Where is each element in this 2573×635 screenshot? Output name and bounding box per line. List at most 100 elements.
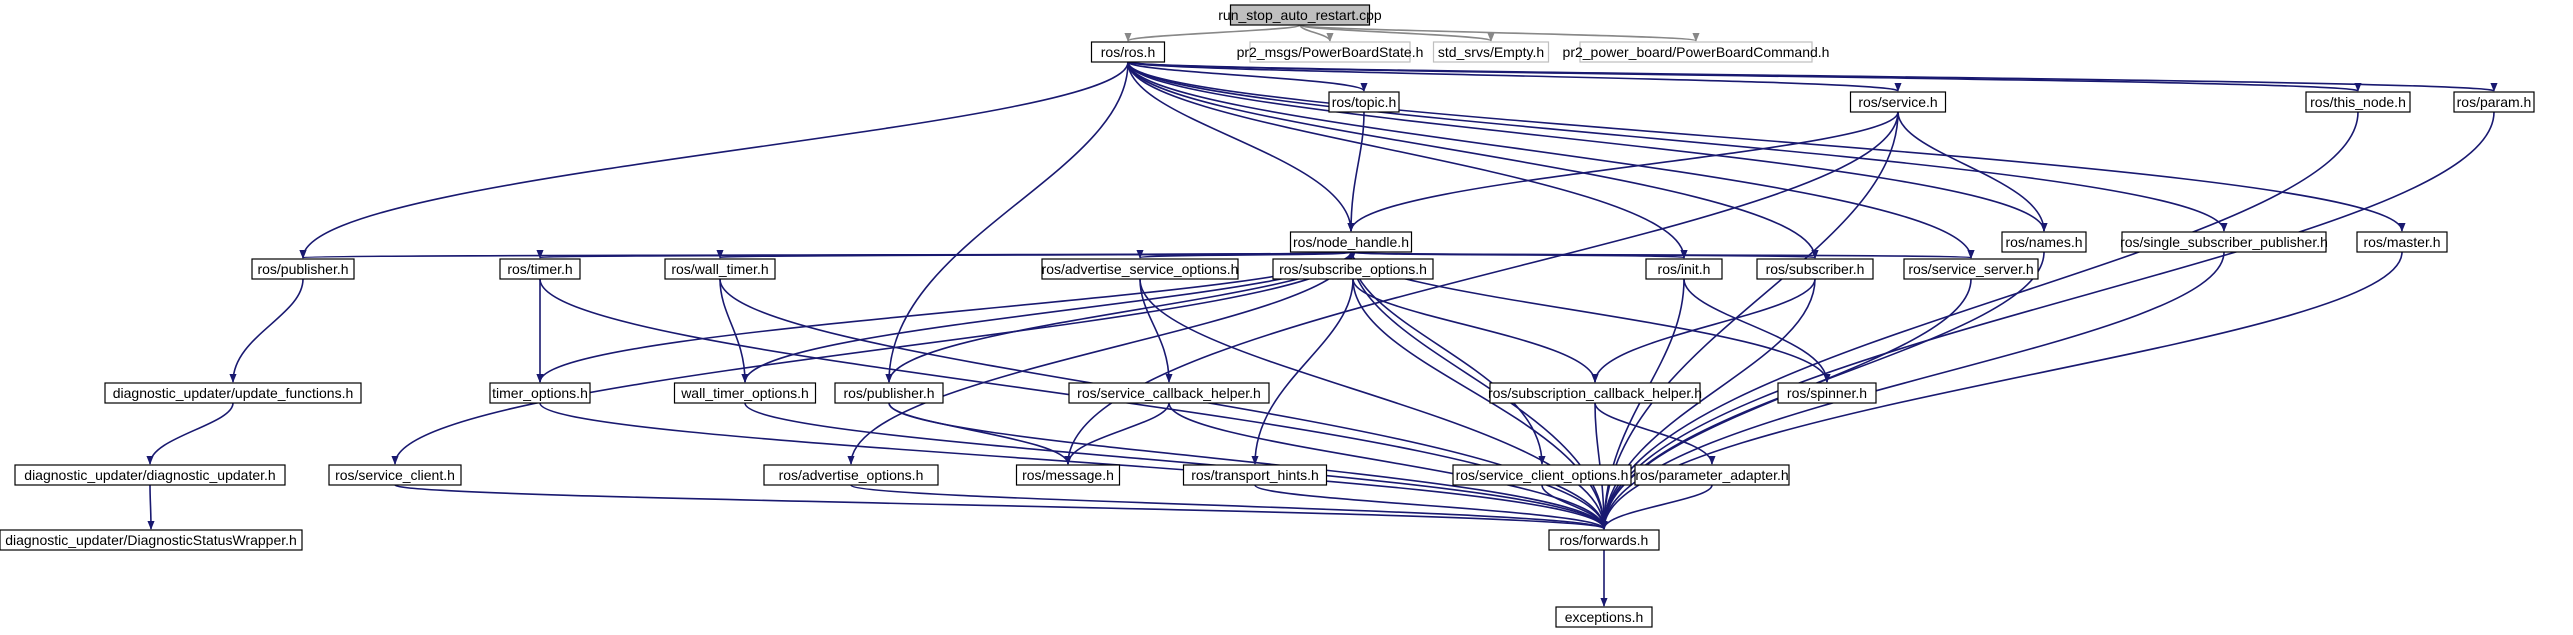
edge-ros_publisher_b-to-ros_forwards [888,402,1608,530]
node-label: ros/service_callback_helper.h [1077,385,1261,401]
node-ros-message[interactable]: ros/message.h [1015,464,1121,486]
node-ros-adv-srv-opts[interactable]: ros/advertise_service_options.h [1041,258,1239,280]
node-std-srvs[interactable]: std_srvs/Empty.h [1432,41,1550,63]
node-ros-param[interactable]: ros/param.h [2453,91,2535,113]
edge-ros_timer-to-ros_forwards [539,278,1608,530]
edge-ros_node_handle-to-ros_adv_srv_opts [1136,249,1352,259]
edge-root-to-std_srvs [1299,24,1495,42]
node-label: ros/node_handle.h [1293,234,1409,250]
node-ros-topic[interactable]: ros/topic.h [1328,91,1400,113]
edge-ros_subscriber-to-ros_sub_cb_helper [1591,278,1816,383]
edge-ros_service_server-to-ros_forwards [1600,278,1972,530]
edge-diag_update_functions-to-diag_updater [146,402,234,465]
node-box [1182,464,1328,486]
edge-ros_ros-to-ros_publisher_a [299,61,1129,259]
edge-ros_sub_opts-to-ros_transport_hints [1251,278,1354,465]
node-box [1289,231,1413,253]
edge-timer_options-to-ros_forwards [539,402,1608,530]
node-label: ros/param.h [2457,94,2532,110]
node-ros-service[interactable]: ros/service.h [1849,91,1947,113]
node-ros-sub-opts[interactable]: ros/subscribe_options.h [1272,258,1434,280]
edge-root-to-ros_ros [1124,24,1301,42]
edge-ros_ros-to-ros_names [1127,61,2048,232]
node-ros-init[interactable]: ros/init.h [1645,258,1723,280]
node-ros-names[interactable]: ros/names.h [2001,231,2087,253]
node-label: ros/timer.h [507,261,572,277]
node-label: ros/publisher.h [257,261,348,277]
node-pr2-power[interactable]: pr2_power_board/PowerBoardCommand.h [1563,41,1830,63]
edge-ros_node_handle-to-ros_service_server [1350,249,1974,259]
edge-ros_ros-to-ros_param [1127,61,2497,92]
node-label: ros/single_subscriber_publisher.h [2120,234,2328,250]
node-ros-ssp[interactable]: ros/single_subscriber_publisher.h [2120,231,2328,253]
node-diag-status-wrapper[interactable]: diagnostic_updater/DiagnosticStatusWrapp… [0,529,303,551]
node-ros-sub-cb-helper[interactable]: ros/subscription_callback_helper.h [1488,382,1702,404]
node-ros-wall-timer[interactable]: ros/wall_timer.h [664,258,776,280]
node-label: ros/subscribe_options.h [1279,261,1427,277]
edge-ros_param-to-ros_forwards [1600,111,2495,530]
node-ros-param-adapter[interactable]: ros/parameter_adapter.h [1634,464,1790,486]
node-ros-this-node[interactable]: ros/this_node.h [2305,91,2411,113]
node-label: exceptions.h [1565,609,1644,625]
node-ros-ros[interactable]: ros/ros.h [1090,41,1166,63]
node-ros-service-client[interactable]: ros/service_client.h [328,464,462,486]
edge-ros_service-to-ros_names [1897,111,2048,232]
edge-ros_param_adapter-to-ros_forwards [1600,484,1713,530]
node-ros-subscriber[interactable]: ros/subscriber.h [1756,258,1874,280]
edge-ros_ros-to-ros_this_node [1127,61,2361,92]
node-ros-srv-client-opts[interactable]: ros/service_client_options.h [1452,464,1632,486]
node-pr2-msgs[interactable]: pr2_msgs/PowerBoardState.h [1237,41,1424,63]
node-diag-update-functions[interactable]: diagnostic_updater/update_functions.h [104,382,362,404]
node-label: ros/transport_hints.h [1191,467,1319,483]
node-ros-forwards[interactable]: ros/forwards.h [1548,529,1660,551]
node-label: ros/wall_timer.h [671,261,768,277]
edge-ros_sub_cb_helper-to-ros_param_adapter [1594,402,1716,465]
edge-wall_timer_options-to-ros_forwards [744,402,1608,530]
edge-ros_init-to-ros_spinner [1683,278,1831,383]
node-box [0,529,303,551]
node-exceptions[interactable]: exceptions.h [1555,606,1653,628]
node-diag-updater[interactable]: diagnostic_updater/diagnostic_updater.h [14,464,286,486]
node-box [1579,41,1813,63]
node-ros-node-handle[interactable]: ros/node_handle.h [1289,231,1413,253]
node-box [1068,382,1270,404]
node-box [664,258,776,280]
node-ros-adv-opts[interactable]: ros/advertise_options.h [763,464,939,486]
node-ros-publisher-a[interactable]: ros/publisher.h [251,258,355,280]
node-label: timer_options.h [492,385,588,401]
edge-ros_publisher_a-to-diag_update_functions [229,278,304,383]
node-ros-timer[interactable]: ros/timer.h [499,258,581,280]
node-box [2001,231,2087,253]
node-ros-service-server[interactable]: ros/service_server.h [1903,258,2039,280]
node-label: ros/subscription_callback_helper.h [1488,385,1702,401]
node-box [489,382,591,404]
node-label: diagnostic_updater/update_functions.h [113,385,354,401]
edge-ros_adv_srv_opts-to-ros_srv_cb_helper [1139,278,1173,383]
node-label: wall_timer_options.h [680,385,809,401]
node-box [2453,91,2535,113]
node-timer-options[interactable]: timer_options.h [489,382,591,404]
node-label: ros/publisher.h [843,385,934,401]
node-box [2305,91,2411,113]
node-ros-spinner[interactable]: ros/spinner.h [1777,382,1877,404]
node-ros-master[interactable]: ros/master.h [2356,231,2448,253]
node-ros-publisher-b[interactable]: ros/publisher.h [834,382,944,404]
edge-ros_ros-to-ros_subscriber [1127,61,1819,259]
edge-ros_service-to-ros_forwards [1600,111,1899,530]
edge-ros_srv_cb_helper-to-ros_forwards [1168,402,1608,530]
node-wall-timer-options[interactable]: wall_timer_options.h [673,382,817,404]
node-box [1849,91,1947,113]
node-box [1249,41,1411,63]
node-box [104,382,362,404]
dependency-edges [146,24,2497,607]
edge-ros_sub_opts-to-ros_forwards [1352,278,1608,530]
node-root[interactable]: run_stop_auto_restart.cpp [1218,4,1382,26]
node-box [251,258,355,280]
node-box [1452,464,1632,486]
node-box [1548,529,1660,551]
node-ros-transport-hints[interactable]: ros/transport_hints.h [1182,464,1328,486]
node-box [1756,258,1874,280]
node-ros-srv-cb-helper[interactable]: ros/service_callback_helper.h [1068,382,1270,404]
edge-ros_ros-to-ros_service_server [1127,61,1975,259]
